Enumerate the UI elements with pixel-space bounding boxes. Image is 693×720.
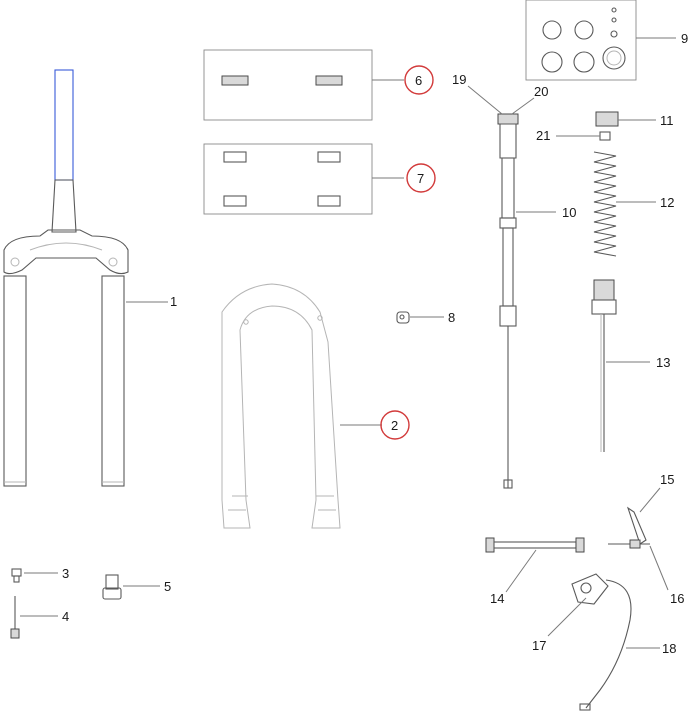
highlight-ring-6: [404, 65, 434, 95]
part-seal-kit-9: [525, 0, 637, 81]
callout-1: 1: [170, 294, 177, 309]
part-washer-21: [599, 131, 611, 141]
highlight-ring-7: [406, 163, 436, 193]
part-pad-sheet-7: [203, 143, 373, 215]
callout-13: 13: [656, 355, 670, 370]
callout-6: 6: [415, 73, 422, 88]
callout-10: 10: [562, 205, 576, 220]
part-damper-10: [497, 113, 519, 489]
callout-5: 5: [164, 579, 171, 594]
callout-11: 11: [660, 113, 674, 128]
callout-17: 17: [532, 638, 546, 653]
leader-lines: [20, 37, 676, 649]
highlight-ring-2: [380, 410, 410, 440]
callout-20: 20: [534, 84, 548, 99]
callout-4: 4: [62, 609, 69, 624]
part-axle-14: [485, 537, 585, 553]
callout-9: 9: [681, 31, 688, 46]
part-rod-4: [10, 596, 20, 639]
leader-19: [467, 85, 503, 115]
highlight-rings: [380, 65, 436, 440]
callout-labels: 1 2 3 4 5 6 7 8 9 10 11 12 13 14 15 16 1…: [62, 31, 688, 656]
leader-14: [505, 549, 537, 593]
callout-8: 8: [448, 310, 455, 325]
leader-20: [511, 97, 535, 115]
leader-15: [639, 487, 661, 513]
part-qr-lever-15-16: [608, 506, 650, 549]
callout-7: 7: [417, 171, 424, 186]
part-lower-legs: [221, 283, 341, 529]
callout-14: 14: [490, 591, 504, 606]
callout-15: 15: [660, 472, 674, 487]
part-top-cap-11: [595, 111, 619, 127]
part-spring-shaft-13: [591, 279, 617, 452]
callout-2: 2: [391, 418, 398, 433]
leader-16: [649, 545, 669, 591]
part-decal-sheet-6: [203, 49, 373, 121]
callout-19: 19: [452, 72, 466, 87]
leader-17: [547, 597, 587, 637]
part-remote-17-18: [571, 573, 632, 711]
callout-18: 18: [662, 641, 676, 656]
callout-16: 16: [670, 591, 684, 606]
part-bolt-3: [11, 568, 22, 583]
part-spring-12: [593, 151, 617, 257]
callout-3: 3: [62, 566, 69, 581]
part-fork-assembly: [3, 69, 129, 487]
callout-12: 12: [660, 195, 674, 210]
part-top-cap-5: [102, 574, 122, 600]
callout-21: 21: [536, 128, 550, 143]
part-valve-8: [396, 311, 410, 324]
